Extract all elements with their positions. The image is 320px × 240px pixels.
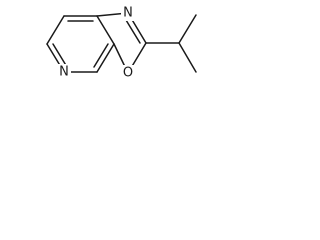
- atom-n3: N: [121, 5, 135, 21]
- atom-o1-label: O: [123, 66, 133, 81]
- bond-ch-ch3-top: [178, 14, 197, 44]
- atom-n5: N: [57, 64, 71, 80]
- bond-c3a-c4-inner: [93, 43, 109, 68]
- atom-n3-label: N: [123, 6, 133, 21]
- oxazole-ring: [96, 12, 147, 74]
- bond-n5-c6-inner: [52, 43, 68, 68]
- bond-n3-c2-inner: [125, 19, 141, 44]
- structure-canvas: N N O: [46, 5, 197, 81]
- atom-o1: O: [121, 65, 135, 81]
- atom-n5-label: N: [59, 65, 69, 80]
- isopropyl-group: [145, 14, 197, 73]
- pyridine-ring: [46, 15, 115, 73]
- bond-c6-c7: [46, 15, 65, 45]
- bond-c3a-c4: [96, 43, 115, 73]
- bond-ch-ch3-bottom: [178, 42, 197, 73]
- bond-c7a-c3a: [96, 15, 115, 45]
